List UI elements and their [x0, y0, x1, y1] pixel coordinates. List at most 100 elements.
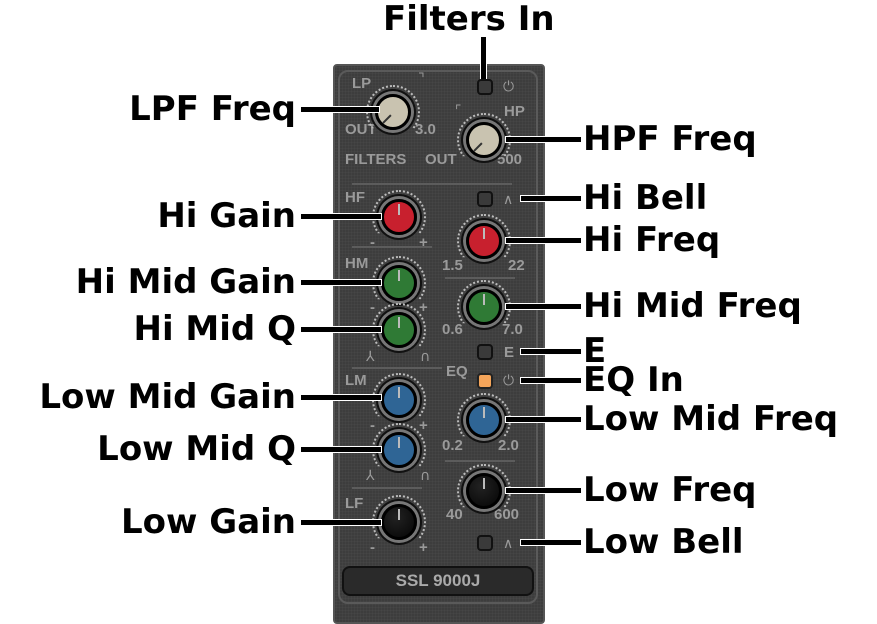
hi-mid-q-leader-line	[300, 326, 382, 333]
hi-gain-knob[interactable]	[381, 199, 417, 235]
power-icon: ⏻	[503, 373, 515, 389]
panel-label-plus: +	[419, 417, 428, 434]
panel-label-hp: HP	[504, 103, 525, 120]
panel-label-hm: HM	[345, 255, 369, 272]
low-mid-freq-leader-line	[505, 416, 582, 423]
hi-cut-icon: ⌝	[418, 71, 425, 87]
q-wide-icon: ∩	[420, 468, 431, 484]
low-mid-freq-callout: Low Mid Freq	[583, 399, 839, 439]
panel-label-lf: LF	[345, 495, 364, 512]
low-bell-callout: Low Bell	[583, 522, 744, 562]
low-mid-gain-knob[interactable]	[381, 382, 417, 418]
e-mode-button[interactable]	[477, 344, 493, 360]
knob-scale-dots	[457, 393, 511, 437]
panel-label-hf: HF	[345, 189, 365, 206]
hi-freq-leader-line	[505, 237, 582, 244]
panel-label-lp-max: 3.0	[415, 121, 436, 138]
hi-mid-gain-leader-line	[300, 279, 382, 286]
knob-scale-dots	[372, 495, 426, 539]
divider	[352, 487, 422, 489]
q-narrow-icon: ⅄	[366, 468, 375, 484]
knob-scale-dots	[372, 423, 426, 467]
hi-bell-leader-line	[520, 195, 582, 202]
power-icon: ⏻	[503, 79, 515, 95]
hpf-freq-callout: HPF Freq	[583, 119, 757, 159]
knob-scale-dots	[372, 303, 426, 347]
low-freq-knob[interactable]	[466, 473, 502, 509]
low-mid-freq-knob[interactable]	[466, 402, 502, 438]
knob-scale-dots	[457, 214, 511, 258]
panel-label-lf-max: 600	[494, 506, 520, 523]
panel-label-minus: -	[370, 234, 375, 251]
panel-label-eq: EQ	[446, 363, 468, 380]
hi-gain-callout: Hi Gain	[157, 196, 296, 236]
panel-label-lm-min: 0.2	[442, 437, 463, 454]
panel-label-minus: -	[370, 417, 375, 434]
filters-in-callout: Filters In	[383, 0, 555, 39]
divider	[352, 183, 512, 185]
low-cut-icon: ⌜	[455, 103, 462, 119]
knob-scale-dots	[457, 464, 511, 508]
hpf-freq-knob[interactable]	[466, 122, 502, 158]
hi-mid-freq-leader-line	[505, 303, 582, 310]
lpf-freq-leader-line	[300, 106, 380, 113]
low-mid-gain-leader-line	[300, 394, 382, 401]
divider	[352, 246, 432, 248]
low-mid-q-callout: Low Mid Q	[97, 429, 296, 469]
hi-mid-q-knob[interactable]	[381, 312, 417, 348]
bell-icon: ∧	[503, 536, 514, 552]
low-gain-callout: Low Gain	[121, 502, 296, 542]
lpf-freq-knob[interactable]	[375, 94, 411, 130]
panel-frame	[338, 70, 538, 604]
knob-scale-dots	[372, 190, 426, 234]
panel-label-plus: +	[419, 539, 428, 556]
hi-freq-knob[interactable]	[466, 223, 502, 259]
eq-in-callout: EQ In	[583, 360, 684, 400]
q-narrow-icon: ⅄	[366, 349, 375, 365]
panel-label-filters: FILTERS	[345, 151, 407, 168]
hi-mid-freq-knob[interactable]	[466, 289, 502, 325]
low-freq-callout: Low Freq	[583, 470, 757, 510]
panel-label-hm-min: 0.6	[442, 321, 463, 338]
eq-in-leader-line	[520, 377, 582, 384]
hi-mid-freq-callout: Hi Mid Freq	[583, 286, 802, 326]
hi-mid-gain-callout: Hi Mid Gain	[75, 262, 296, 302]
hi-mid-gain-knob[interactable]	[381, 265, 417, 301]
low-mid-q-leader-line	[300, 446, 382, 453]
hi-mid-q-callout: Hi Mid Q	[133, 309, 296, 349]
knob-scale-dots	[372, 256, 426, 300]
panel-label-plus: +	[419, 234, 428, 251]
hi-bell-button[interactable]	[477, 191, 493, 207]
model-name-plate: SSL 9000J	[342, 566, 534, 596]
panel-label-hf-max: 22	[508, 257, 525, 274]
low-bell-button[interactable]	[477, 535, 493, 551]
panel-label-plus: +	[419, 299, 428, 316]
low-mid-q-knob[interactable]	[381, 432, 417, 468]
hi-freq-callout: Hi Freq	[583, 220, 721, 260]
filters-in-leader-line	[480, 36, 487, 80]
eq-plugin-panel	[333, 64, 545, 624]
low-mid-gain-callout: Low Mid Gain	[39, 377, 296, 417]
hpf-freq-leader-line	[505, 136, 582, 143]
panel-label-lm: LM	[345, 372, 367, 389]
hi-bell-callout: Hi Bell	[583, 178, 708, 218]
low-gain-knob[interactable]	[381, 504, 417, 540]
panel-label-minus: -	[370, 299, 375, 316]
eq-in-button[interactable]	[477, 373, 493, 389]
panel-label-minus: -	[370, 539, 375, 556]
divider	[445, 277, 515, 279]
knob-scale-dots	[457, 280, 511, 324]
filters-in-button[interactable]	[477, 79, 493, 95]
low-bell-leader-line	[520, 539, 582, 546]
panel-label-lf-min: 40	[446, 506, 463, 523]
panel-label-e: E	[504, 344, 515, 361]
e-callout: E	[583, 331, 607, 371]
divider	[352, 367, 442, 369]
divider	[445, 460, 515, 462]
panel-label-hp-out: OUT	[425, 151, 457, 168]
low-gain-leader-line	[300, 519, 382, 526]
panel-label-hf-min: 1.5	[442, 257, 463, 274]
hi-gain-leader-line	[300, 213, 382, 220]
q-wide-icon: ∩	[420, 349, 431, 365]
e-leader-line	[520, 348, 582, 355]
